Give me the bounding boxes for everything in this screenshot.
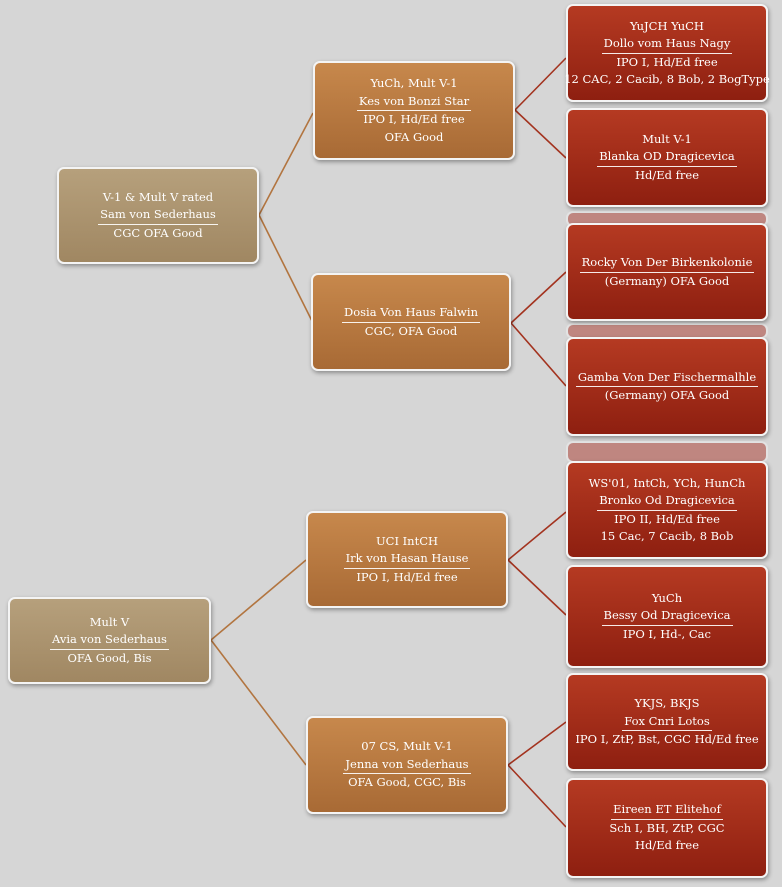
ancestor-box-7: YKJS, BKJS Fox Cnri Lotos IPO I, ZtP, Bs… (566, 673, 768, 771)
dam-dam-health: OFA Good, CGC, Bis (348, 775, 466, 790)
dam-box: Mult V Avia von Sederhaus OFA Good, Bis (8, 597, 211, 684)
connector-line (507, 511, 567, 561)
sire-sire-box: YuCh, Mult V-1 Kes von Bonzi Star IPO I,… (313, 61, 515, 160)
ancestor-3-name: Rocky Von Der Birkenkolonie (579, 254, 755, 273)
decorative-backdrop (566, 441, 768, 463)
sire-dam-box: Dosia Von Haus Falwin CGC, OFA Good (311, 273, 511, 371)
ancestor-5-awards: 15 Cac, 7 Cacib, 8 Bob (600, 529, 734, 543)
connector-line (507, 559, 567, 616)
ancestor-2-titles: Mult V-1 (642, 131, 692, 146)
ancestor-6-name: Bessy Od Dragicevica (601, 607, 733, 626)
connector-line (514, 57, 567, 111)
dam-sire-box: UCI IntCH Irk von Hasan Hause IPO I, Hd/… (306, 511, 508, 608)
dam-health: OFA Good, Bis (67, 650, 152, 665)
dam-titles: Mult V (89, 614, 130, 629)
dam-dam-titles: 07 CS, Mult V-1 (361, 739, 453, 754)
ancestor-box-1: YuJCH YuCH Dollo vom Haus Nagy IPO I, Hd… (564, 4, 770, 102)
ancestor-8-name: Eireen ET Elitehof (611, 801, 723, 820)
ancestor-7-name: Fox Cnri Lotos (622, 713, 712, 732)
connector-line (510, 322, 567, 387)
ancestor-box-8: Eireen ET Elitehof Sch I, BH, ZtP, CGC H… (566, 778, 768, 878)
ancestor-box-2: Mult V-1 Blanka OD Dragicevica Hd/Ed fre… (566, 108, 768, 207)
ancestor-4-name: Gamba Von Der Fischermalhle (575, 369, 759, 387)
sire-name: Sam von Sederhaus (98, 206, 218, 225)
dam-sire-name: Irk von Hasan Hause (343, 550, 471, 569)
sire-titles: V-1 & Mult V rated (102, 189, 214, 204)
ancestor-box-5: WS'01, IntCh, YCh, HunCh Bronko Od Dragi… (566, 461, 768, 559)
ancestor-box-4: Gamba Von Der Fischermalhle (Germany) OF… (566, 337, 768, 436)
dam-dam-name: Jenna von Sederhaus (343, 756, 471, 775)
ancestor-box-3: Rocky Von Der Birkenkolonie (Germany) OF… (566, 223, 768, 321)
ancestor-5-titles: WS'01, IntCh, YCh, HunCh (588, 475, 746, 490)
ancestor-box-6: YuCh Bessy Od Dragicevica IPO I, Hd-, Ca… (566, 565, 768, 668)
ancestor-5-working: IPO II, Hd/Ed free (614, 511, 720, 526)
ancestor-1-working: IPO I, Hd/Ed free (616, 54, 718, 69)
connector-line (210, 559, 307, 641)
sire-sire-working: IPO I, Hd/Ed free (363, 112, 465, 126)
dam-sire-titles: UCI IntCH (375, 533, 439, 548)
dam-sire-working: IPO I, Hd/Ed free (356, 569, 458, 584)
ancestor-6-working: IPO I, Hd-, Cac (623, 626, 711, 641)
connector-line (510, 271, 567, 324)
sire-dam-name: Dosia Von Haus Falwin (342, 304, 480, 323)
ancestor-7-working: IPO I, ZtP, Bst, CGC Hd/Ed free (575, 732, 759, 747)
sire-dam-health: CGC, OFA Good (364, 323, 458, 338)
sire-box: V-1 & Mult V rated Sam von Sederhaus CGC… (57, 167, 259, 264)
connector-line (210, 639, 307, 766)
dam-name: Avia von Sederhaus (50, 631, 169, 650)
ancestor-8-health: Hd/Ed free (634, 838, 700, 853)
ancestor-2-name: Blanka OD Dragicevica (597, 148, 737, 167)
sire-sire-titles: YuCh, Mult V-1 (370, 76, 458, 90)
ancestor-8-working: Sch I, BH, ZtP, CGC (609, 820, 725, 835)
ancestor-1-awards: 12 CAC, 2 Cacib, 8 Bob, 2 BogType (564, 72, 770, 86)
ancestor-1-name: Dollo vom Haus Nagy (601, 35, 733, 54)
sire-sire-name: Kes von Bonzi Star (356, 93, 472, 111)
connector-line (507, 764, 567, 828)
dam-dam-box: 07 CS, Mult V-1 Jenna von Sederhaus OFA … (306, 716, 508, 814)
sire-health: CGC OFA Good (113, 225, 203, 240)
connector-line (258, 112, 314, 216)
ancestor-7-titles: YKJS, BKJS (634, 696, 700, 711)
connector-line (258, 214, 314, 324)
ancestor-6-titles: YuCh (651, 590, 683, 605)
connector-line (507, 721, 567, 766)
ancestor-2-health: Hd/Ed free (634, 167, 700, 182)
ancestor-1-titles: YuJCH YuCH (630, 18, 704, 33)
ancestor-5-name: Bronko Od Dragicevica (597, 492, 737, 511)
ancestor-4-health: (Germany) OFA Good (604, 388, 730, 402)
connector-line (514, 109, 567, 159)
ancestor-3-health: (Germany) OFA Good (604, 273, 730, 288)
sire-sire-health: OFA Good (384, 129, 444, 144)
